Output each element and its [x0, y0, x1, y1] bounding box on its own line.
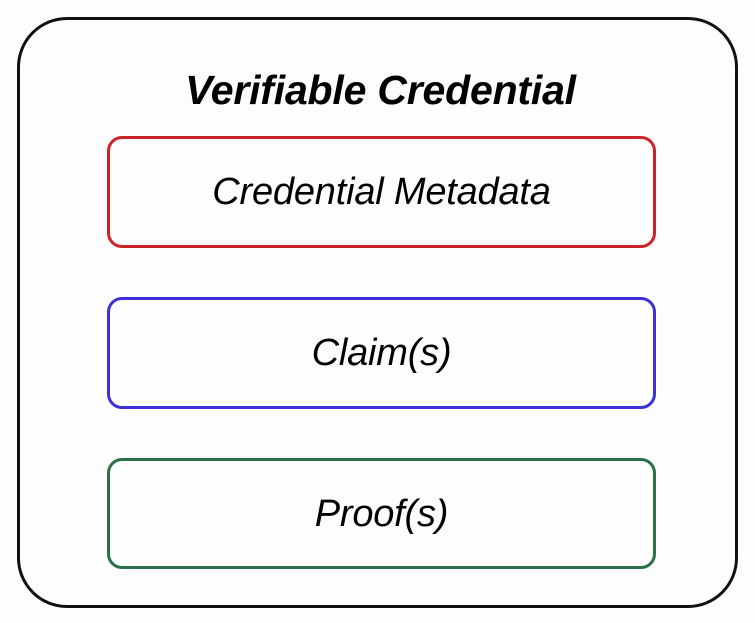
section-proofs-label: Proof(s) — [314, 492, 449, 535]
section-credential-metadata-label: Credential Metadata — [212, 171, 551, 213]
verifiable-credential-container: Verifiable Credential Credential Metadat… — [17, 17, 738, 608]
section-claims-label: Claim(s) — [311, 332, 452, 374]
section-credential-metadata: Credential Metadata — [107, 136, 656, 248]
diagram-title: Verifiable Credential — [185, 67, 576, 113]
section-proofs: Proof(s) — [107, 458, 656, 569]
section-claims: Claim(s) — [107, 297, 656, 409]
